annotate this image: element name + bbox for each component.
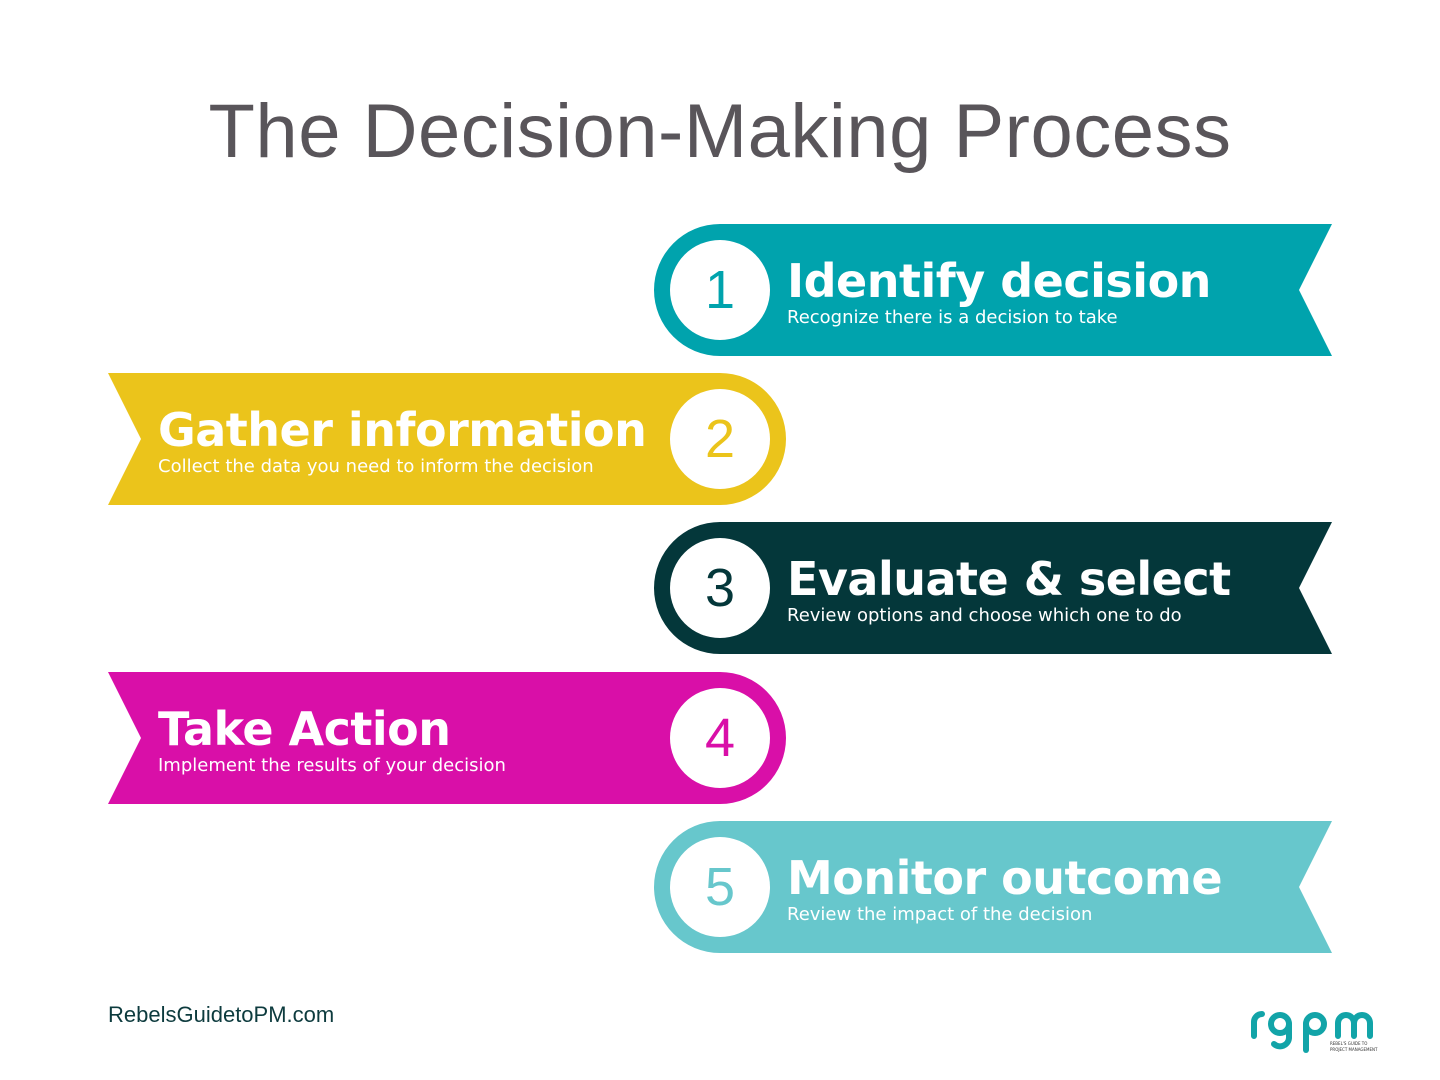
step-3-subtitle: Review options and choose which one to d… — [787, 605, 1182, 626]
step-3-number: 3 — [670, 538, 770, 638]
step-4-heading: Take Action — [158, 702, 451, 756]
step-4-number: 4 — [670, 688, 770, 788]
svg-text:PROJECT MANAGEMENT: PROJECT MANAGEMENT — [1330, 1047, 1378, 1052]
step-4-banner — [108, 672, 786, 804]
step-5-subtitle: Review the impact of the decision — [787, 904, 1093, 925]
step-2-banner — [108, 373, 786, 505]
step-1-number: 1 — [670, 240, 770, 340]
step-3-banner — [654, 522, 1332, 654]
step-1-subtitle: Recognize there is a decision to take — [787, 307, 1118, 328]
step-1-heading: Identify decision — [787, 254, 1211, 308]
website-link[interactable]: RebelsGuidetoPM.com — [108, 1002, 335, 1027]
step-5-number: 5 — [670, 837, 770, 937]
rgpm-logo: REBEL'S GUIDE TO PROJECT MANAGEMENT — [1251, 1011, 1378, 1053]
step-2-heading: Gather information — [158, 403, 647, 457]
step-5-banner — [654, 821, 1332, 953]
step-1-banner — [654, 224, 1332, 356]
step-3-heading: Evaluate & select — [787, 552, 1231, 606]
svg-text:REBEL'S GUIDE TO: REBEL'S GUIDE TO — [1330, 1041, 1367, 1046]
page-title: The Decision-Making Process — [208, 89, 1232, 174]
step-2-subtitle: Collect the data you need to inform the … — [158, 456, 594, 477]
step-2-number: 2 — [670, 389, 770, 489]
step-4-subtitle: Implement the results of your decision — [158, 755, 506, 776]
step-5-heading: Monitor outcome — [787, 851, 1223, 905]
